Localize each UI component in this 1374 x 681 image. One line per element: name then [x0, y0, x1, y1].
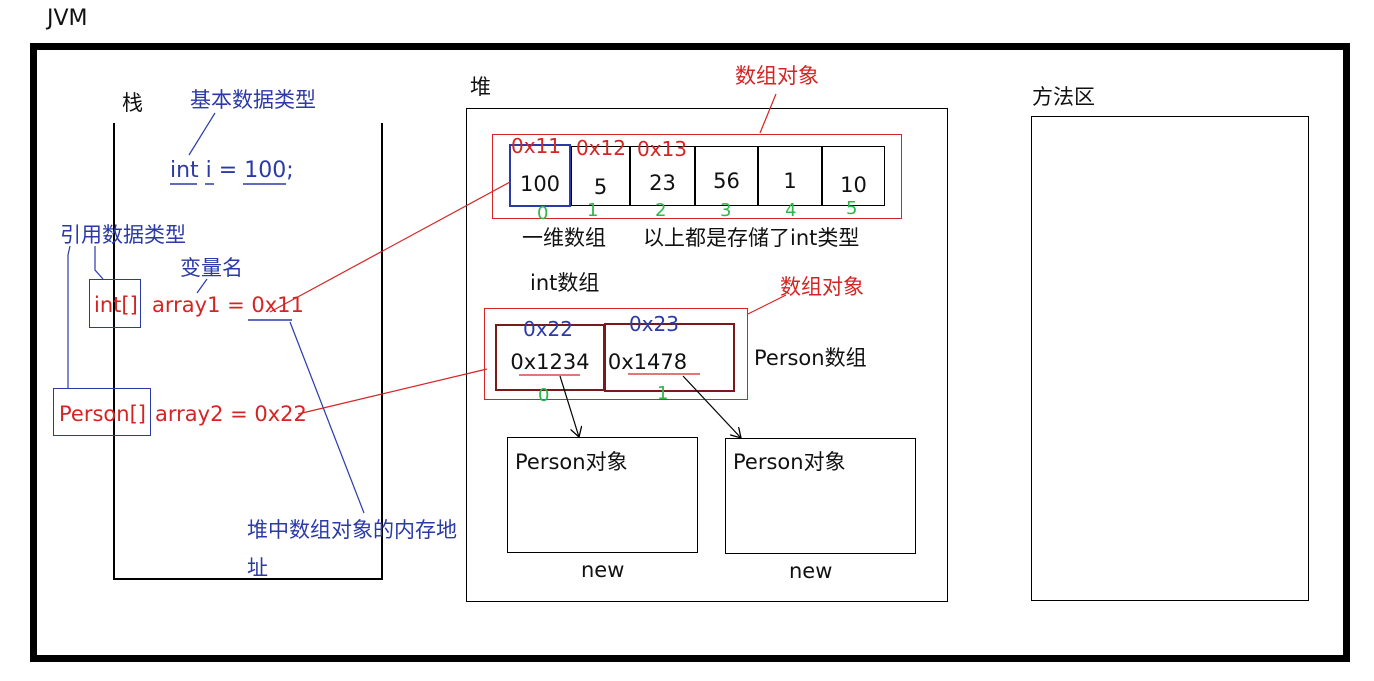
int-array-index: 1 — [587, 200, 599, 221]
person-object-new-label: new — [581, 558, 625, 582]
jvm-title: JVM — [47, 6, 88, 31]
int-array-address: 0x11 — [511, 134, 562, 158]
pointer-array1 — [269, 181, 511, 313]
heap-title: 堆 — [470, 75, 491, 99]
int-array-value: 5 — [593, 175, 608, 199]
person-array-address: 0x23 — [629, 312, 680, 336]
method-area-title: 方法区 — [1032, 85, 1095, 109]
int-array-caption: int数组 — [530, 271, 600, 295]
stack-title: 栈 — [122, 91, 143, 115]
person-object-label: Person对象 — [515, 450, 628, 474]
variable-name-label: 变量名 — [180, 256, 243, 280]
int-array-index: 5 — [846, 198, 858, 219]
primitive-declaration: int i = 100; — [170, 158, 294, 183]
person-array-address: 0x22 — [523, 317, 574, 341]
primitive-label-leader — [188, 112, 216, 156]
pointer-array2 — [297, 368, 488, 415]
int-array-type: int[] — [94, 293, 138, 317]
int-array-address: 0x13 — [637, 137, 688, 161]
int-array-cell: 1 — [758, 146, 822, 206]
address-note-leader — [289, 321, 365, 514]
int-array-value: 56 — [713, 169, 740, 193]
array1-declaration: array1 = 0x11 — [152, 293, 304, 317]
stored-int-caption: 以上都是存储了int类型 — [643, 226, 860, 250]
person-object-label: Person对象 — [733, 450, 846, 474]
int-array-object-outline — [492, 134, 902, 219]
int-array-object-leader — [759, 93, 777, 134]
person-array-type: Person[] — [59, 402, 146, 426]
int-array-cell: 23 — [630, 146, 695, 206]
person-object-box — [725, 438, 916, 554]
int-array-type-box — [89, 279, 141, 328]
int-array-cell: 100 — [509, 144, 571, 207]
reference-label-leader — [94, 246, 104, 280]
reference-type-label: 引用数据类型 — [60, 223, 186, 247]
pointer-person-0 — [559, 375, 579, 437]
person-array-object-outline — [484, 308, 748, 400]
jvm-frame — [30, 43, 1350, 662]
heap-address-note-line2: 址 — [247, 556, 268, 580]
person-array-object-label: 数组对象 — [780, 275, 864, 299]
varname-label-leader — [196, 278, 208, 294]
array2-declaration: array2 = 0x22 — [155, 402, 307, 426]
int-array-cell: 10 — [822, 146, 885, 206]
person-array-value: 0x1234 — [510, 350, 590, 374]
method-area-region — [1031, 116, 1309, 601]
one-dimensional-array-caption: 一维数组 — [522, 226, 606, 250]
person-array-index: 0 — [538, 385, 550, 406]
pointer-person-1 — [682, 375, 741, 438]
person-array-value: 0x1478 — [607, 350, 688, 374]
heap-region — [466, 108, 948, 602]
int-array-cell: 56 — [695, 146, 758, 206]
int-array-value: 23 — [649, 171, 676, 195]
int-array-index: 3 — [720, 200, 732, 221]
reference-label-leader — [67, 245, 71, 388]
stack-region — [113, 123, 383, 580]
person-array-object-leader — [747, 294, 787, 315]
person-array-cell: 0x1478 — [604, 323, 735, 392]
int-array-object-label: 数组对象 — [735, 64, 819, 88]
person-array-type-box — [53, 388, 151, 436]
person-object-box — [507, 437, 698, 553]
int-array-value: 10 — [840, 173, 867, 197]
int-array-address: 0x12 — [576, 136, 627, 160]
heap-address-note-line1: 堆中数组对象的内存地 — [247, 518, 457, 542]
person-array-index: 1 — [657, 383, 669, 404]
int-array-value: 1 — [783, 169, 797, 193]
int-array-index: 4 — [785, 200, 797, 221]
int-array-cell: 5 — [571, 146, 630, 206]
int-array-index: 2 — [655, 200, 667, 221]
person-object-new-label: new — [789, 559, 833, 583]
int-array-value: 100 — [519, 172, 561, 196]
person-array-cell: 0x1234 — [495, 324, 605, 391]
int-array-index: 0 — [537, 203, 549, 224]
person-array-caption: Person数组 — [754, 346, 867, 370]
primitive-type-label: 基本数据类型 — [190, 88, 316, 112]
